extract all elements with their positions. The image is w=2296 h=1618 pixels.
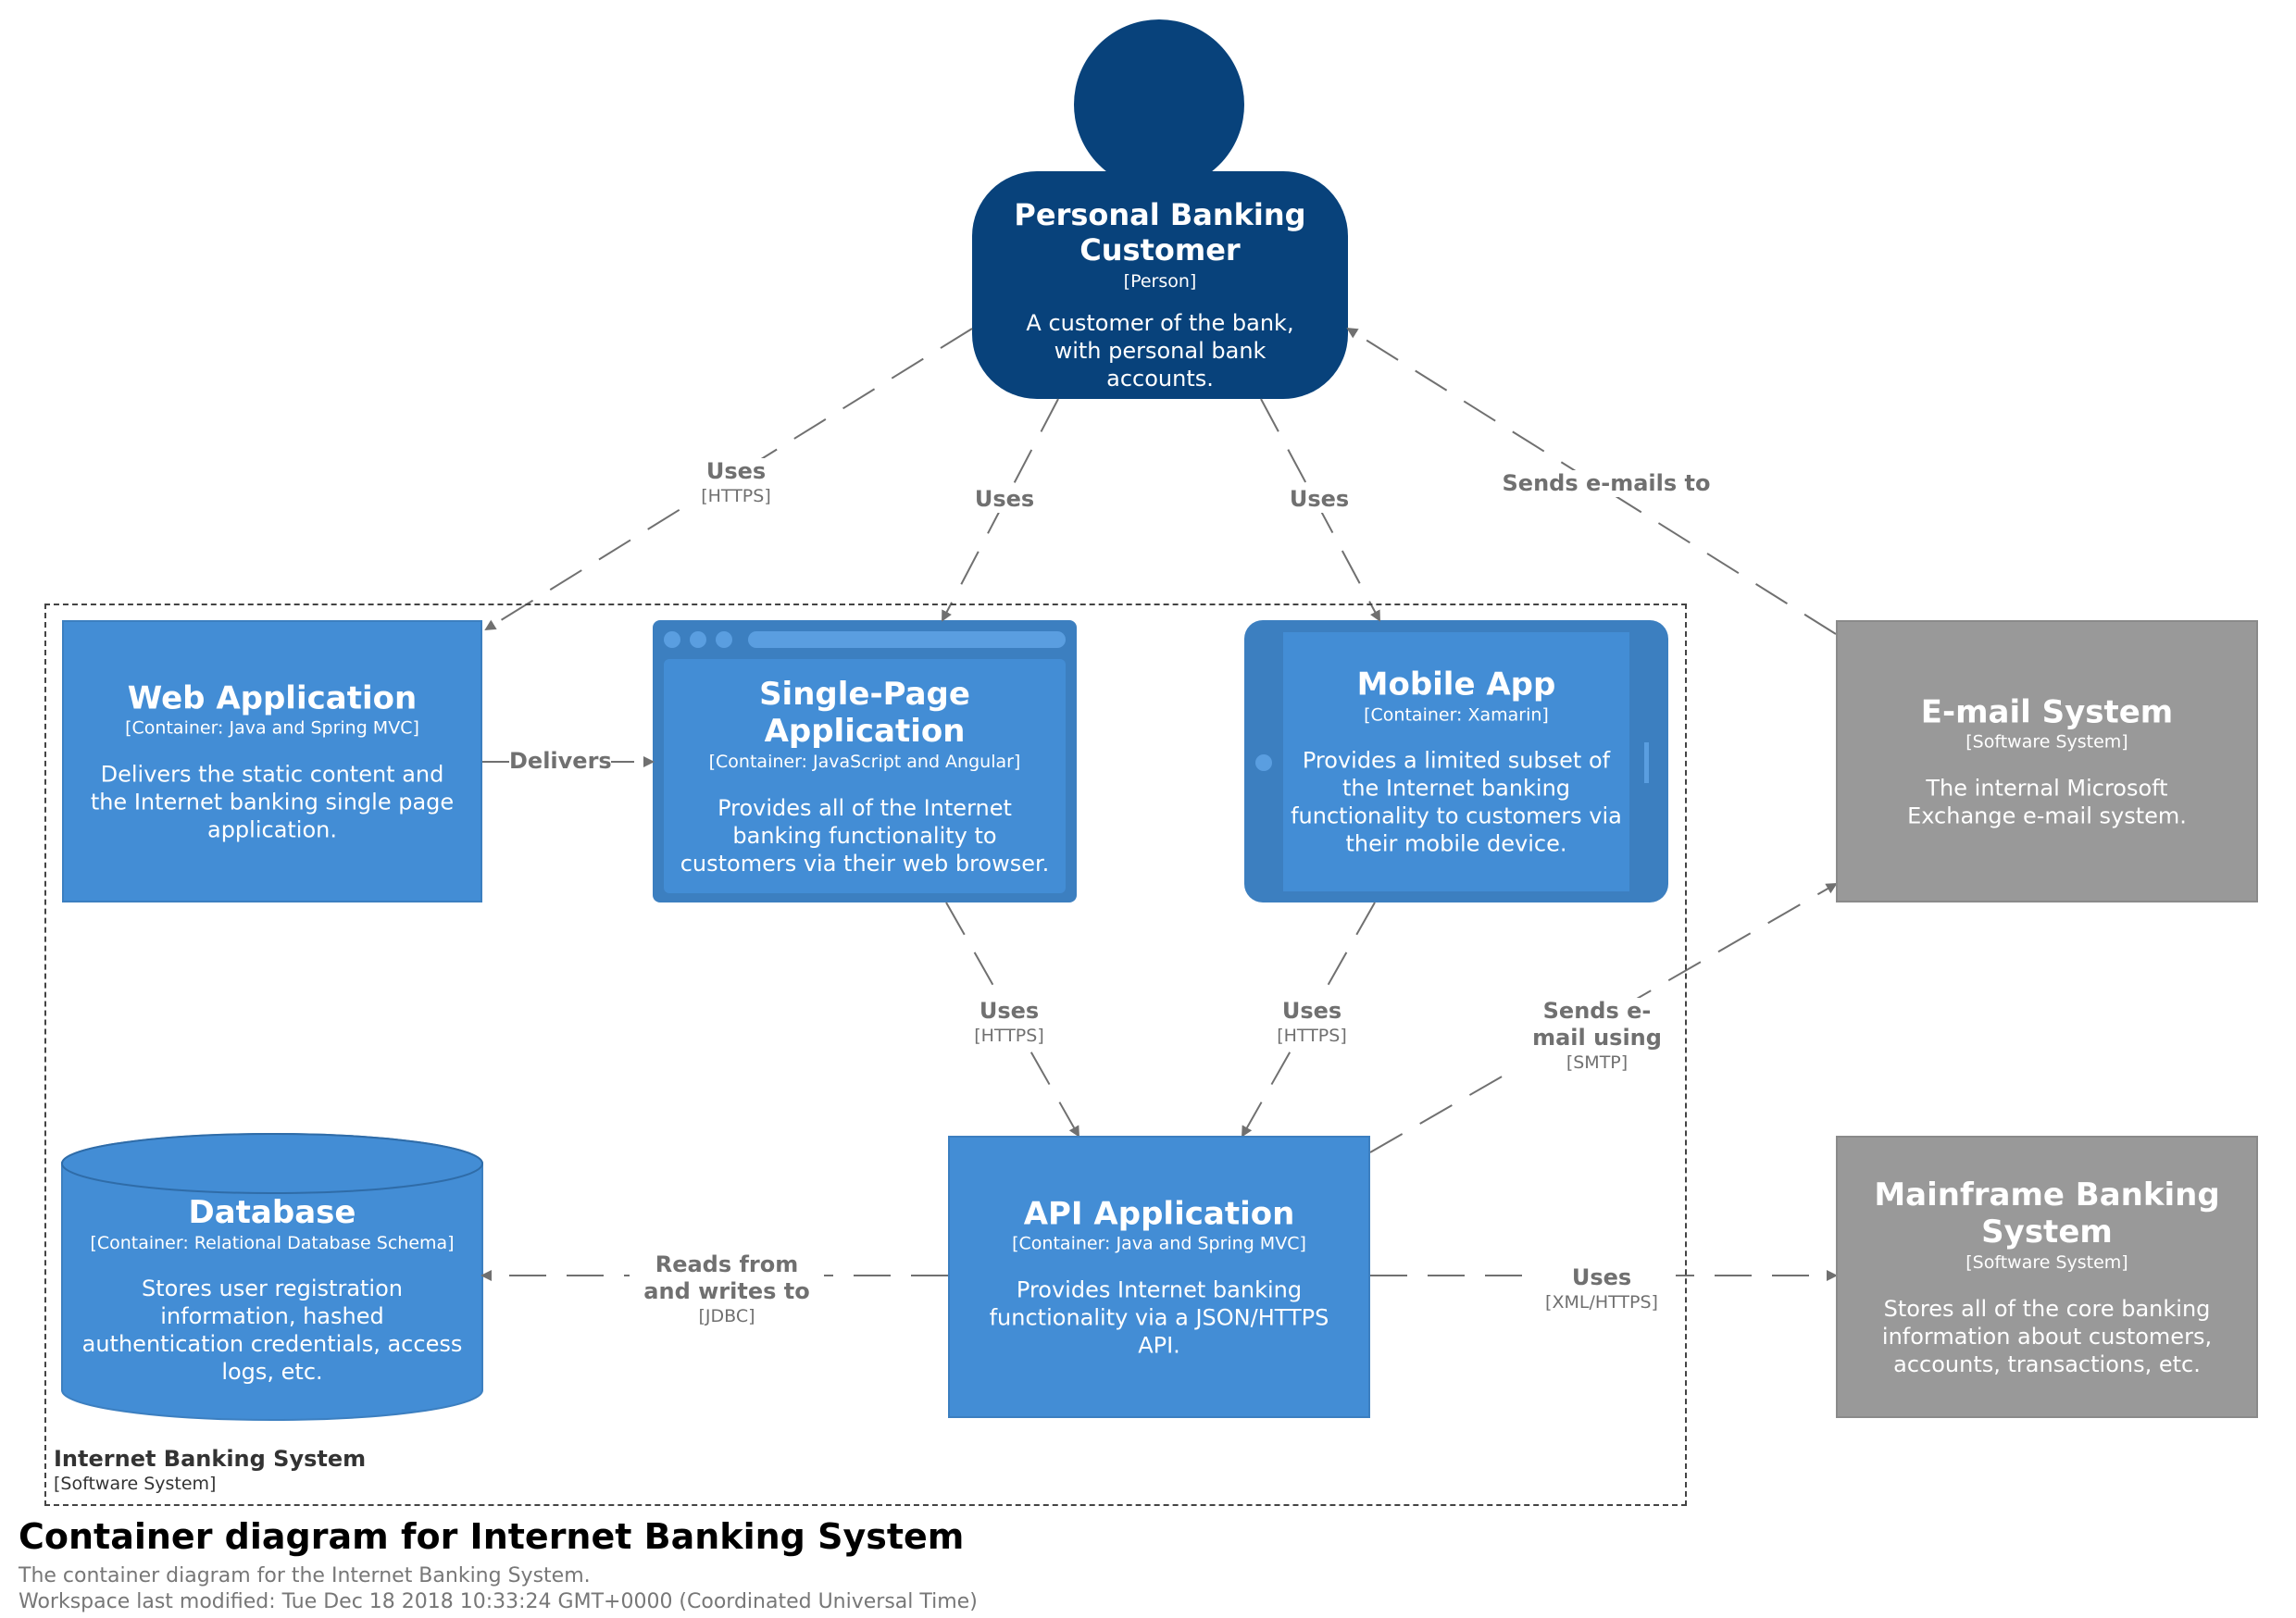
node-name: Database bbox=[188, 1194, 356, 1231]
node-description: Stores all of the core banking informati… bbox=[1881, 1295, 2213, 1377]
node-type: [Container: Xamarin] bbox=[1364, 704, 1549, 726]
rel-technology: [XML/HTTPS] bbox=[1545, 1291, 1658, 1313]
rel-description: Sends e-mails to bbox=[1502, 470, 1711, 496]
rel-technology: [SMTP] bbox=[1566, 1052, 1628, 1073]
person-shape bbox=[972, 19, 1348, 399]
rel-technology: [HTTPS] bbox=[701, 485, 771, 506]
diagram-last-modified: Workspace last modified: Tue Dec 18 2018… bbox=[19, 1590, 978, 1613]
node-description: Stores user registration information, ha… bbox=[81, 1276, 463, 1386]
system-boundary bbox=[44, 604, 1687, 1506]
rel-description: Uses bbox=[974, 486, 1035, 512]
rel-description: Delivers bbox=[509, 748, 612, 774]
node-mobile-app[interactable]: Mobile App [Container: Xamarin] Provides… bbox=[1283, 632, 1629, 891]
rel-label-customer-mobile: Uses bbox=[1268, 486, 1370, 513]
boundary-type: [Software System] bbox=[54, 1474, 217, 1494]
node-description: Provides Internet banking functionality … bbox=[989, 1276, 1329, 1359]
node-single-page-application[interactable]: Single-Page Application [Container: Java… bbox=[664, 659, 1066, 893]
node-mainframe-banking-system[interactable]: Mainframe Banking System [Software Syste… bbox=[1836, 1136, 2258, 1418]
rel-description: Reads from and writes to bbox=[643, 1251, 810, 1304]
database-cylinder bbox=[61, 1133, 483, 1421]
spa-browser-frame bbox=[653, 620, 1077, 902]
boundary-name: Internet Banking System bbox=[54, 1446, 367, 1472]
node-type: [Software System] bbox=[1965, 1251, 2128, 1273]
node-description: Provides a limited subset of the Interne… bbox=[1291, 747, 1622, 857]
node-name: Web Application bbox=[127, 678, 418, 716]
rel-label-mobile-api: Uses [HTTPS] bbox=[1261, 998, 1363, 1048]
node-type: [Container: Java and Spring MVC] bbox=[1012, 1233, 1306, 1254]
node-description: Provides all of the Internet banking fun… bbox=[680, 794, 1050, 877]
diagram-description: The container diagram for the Internet B… bbox=[19, 1564, 591, 1587]
node-database[interactable]: Database [Container: Relational Database… bbox=[62, 1194, 482, 1398]
rel-label-api-mainframe: Uses [XML/HTTPS] bbox=[1528, 1264, 1676, 1314]
rel-technology: [HTTPS] bbox=[974, 1025, 1044, 1046]
node-name: Mobile App bbox=[1356, 666, 1556, 703]
node-name: Single-Page Application bbox=[759, 675, 970, 751]
line-api-email bbox=[1369, 883, 1838, 1153]
node-type: [Container: Relational Database Schema] bbox=[90, 1232, 455, 1253]
node-type: [Person] bbox=[1123, 270, 1197, 292]
rel-technology: [HTTPS] bbox=[1277, 1025, 1347, 1046]
rel-description: Uses bbox=[1289, 486, 1350, 512]
rel-label-web-spa: Delivers bbox=[509, 748, 612, 775]
diagram-title: Container diagram for Internet Banking S… bbox=[19, 1516, 965, 1557]
mobile-device-frame bbox=[1244, 620, 1668, 902]
node-description: Delivers the static content and the Inte… bbox=[90, 761, 455, 843]
node-type: [Container: JavaScript and Angular] bbox=[708, 751, 1021, 772]
node-description: A customer of the bank, with personal ba… bbox=[1026, 310, 1294, 392]
node-personal-banking-customer[interactable]: Personal Banking Customer [Person] A cus… bbox=[972, 171, 1348, 399]
node-description: The internal Microsoft Exchange e-mail s… bbox=[1907, 775, 2187, 829]
node-web-application[interactable]: Web Application [Container: Java and Spr… bbox=[62, 620, 482, 902]
rel-description: Uses bbox=[705, 458, 767, 484]
rel-label-api-email: Sends e-mail using [SMTP] bbox=[1518, 998, 1676, 1075]
node-email-system[interactable]: E-mail System [Software System] The inte… bbox=[1836, 620, 2258, 902]
node-name: API Application bbox=[1023, 1194, 1295, 1232]
rel-description: Uses bbox=[1571, 1264, 1632, 1290]
node-type: [Software System] bbox=[1965, 731, 2128, 753]
node-name: E-mail System bbox=[1920, 692, 2174, 730]
rel-label-customer-web: Uses [HTTPS] bbox=[685, 458, 787, 508]
rel-description: Sends e-mail using bbox=[1532, 998, 1662, 1051]
node-name: Mainframe Banking System bbox=[1874, 1176, 2220, 1251]
rel-label-api-db: Reads from and writes to [JDBC] bbox=[630, 1251, 824, 1328]
node-api-application[interactable]: API Application [Container: Java and Spr… bbox=[948, 1136, 1370, 1418]
rel-technology: [JDBC] bbox=[698, 1305, 755, 1326]
rel-label-customer-spa: Uses bbox=[954, 486, 1055, 513]
rel-description: Uses bbox=[979, 998, 1040, 1024]
node-name: Personal Banking Customer bbox=[1014, 197, 1306, 268]
rel-label-email-customer: Sends e-mails to bbox=[1500, 470, 1713, 497]
rel-label-spa-api: Uses [HTTPS] bbox=[958, 998, 1060, 1048]
rel-description: Uses bbox=[1281, 998, 1342, 1024]
node-type: [Container: Java and Spring MVC] bbox=[125, 717, 419, 739]
line-customer-web bbox=[484, 328, 973, 631]
